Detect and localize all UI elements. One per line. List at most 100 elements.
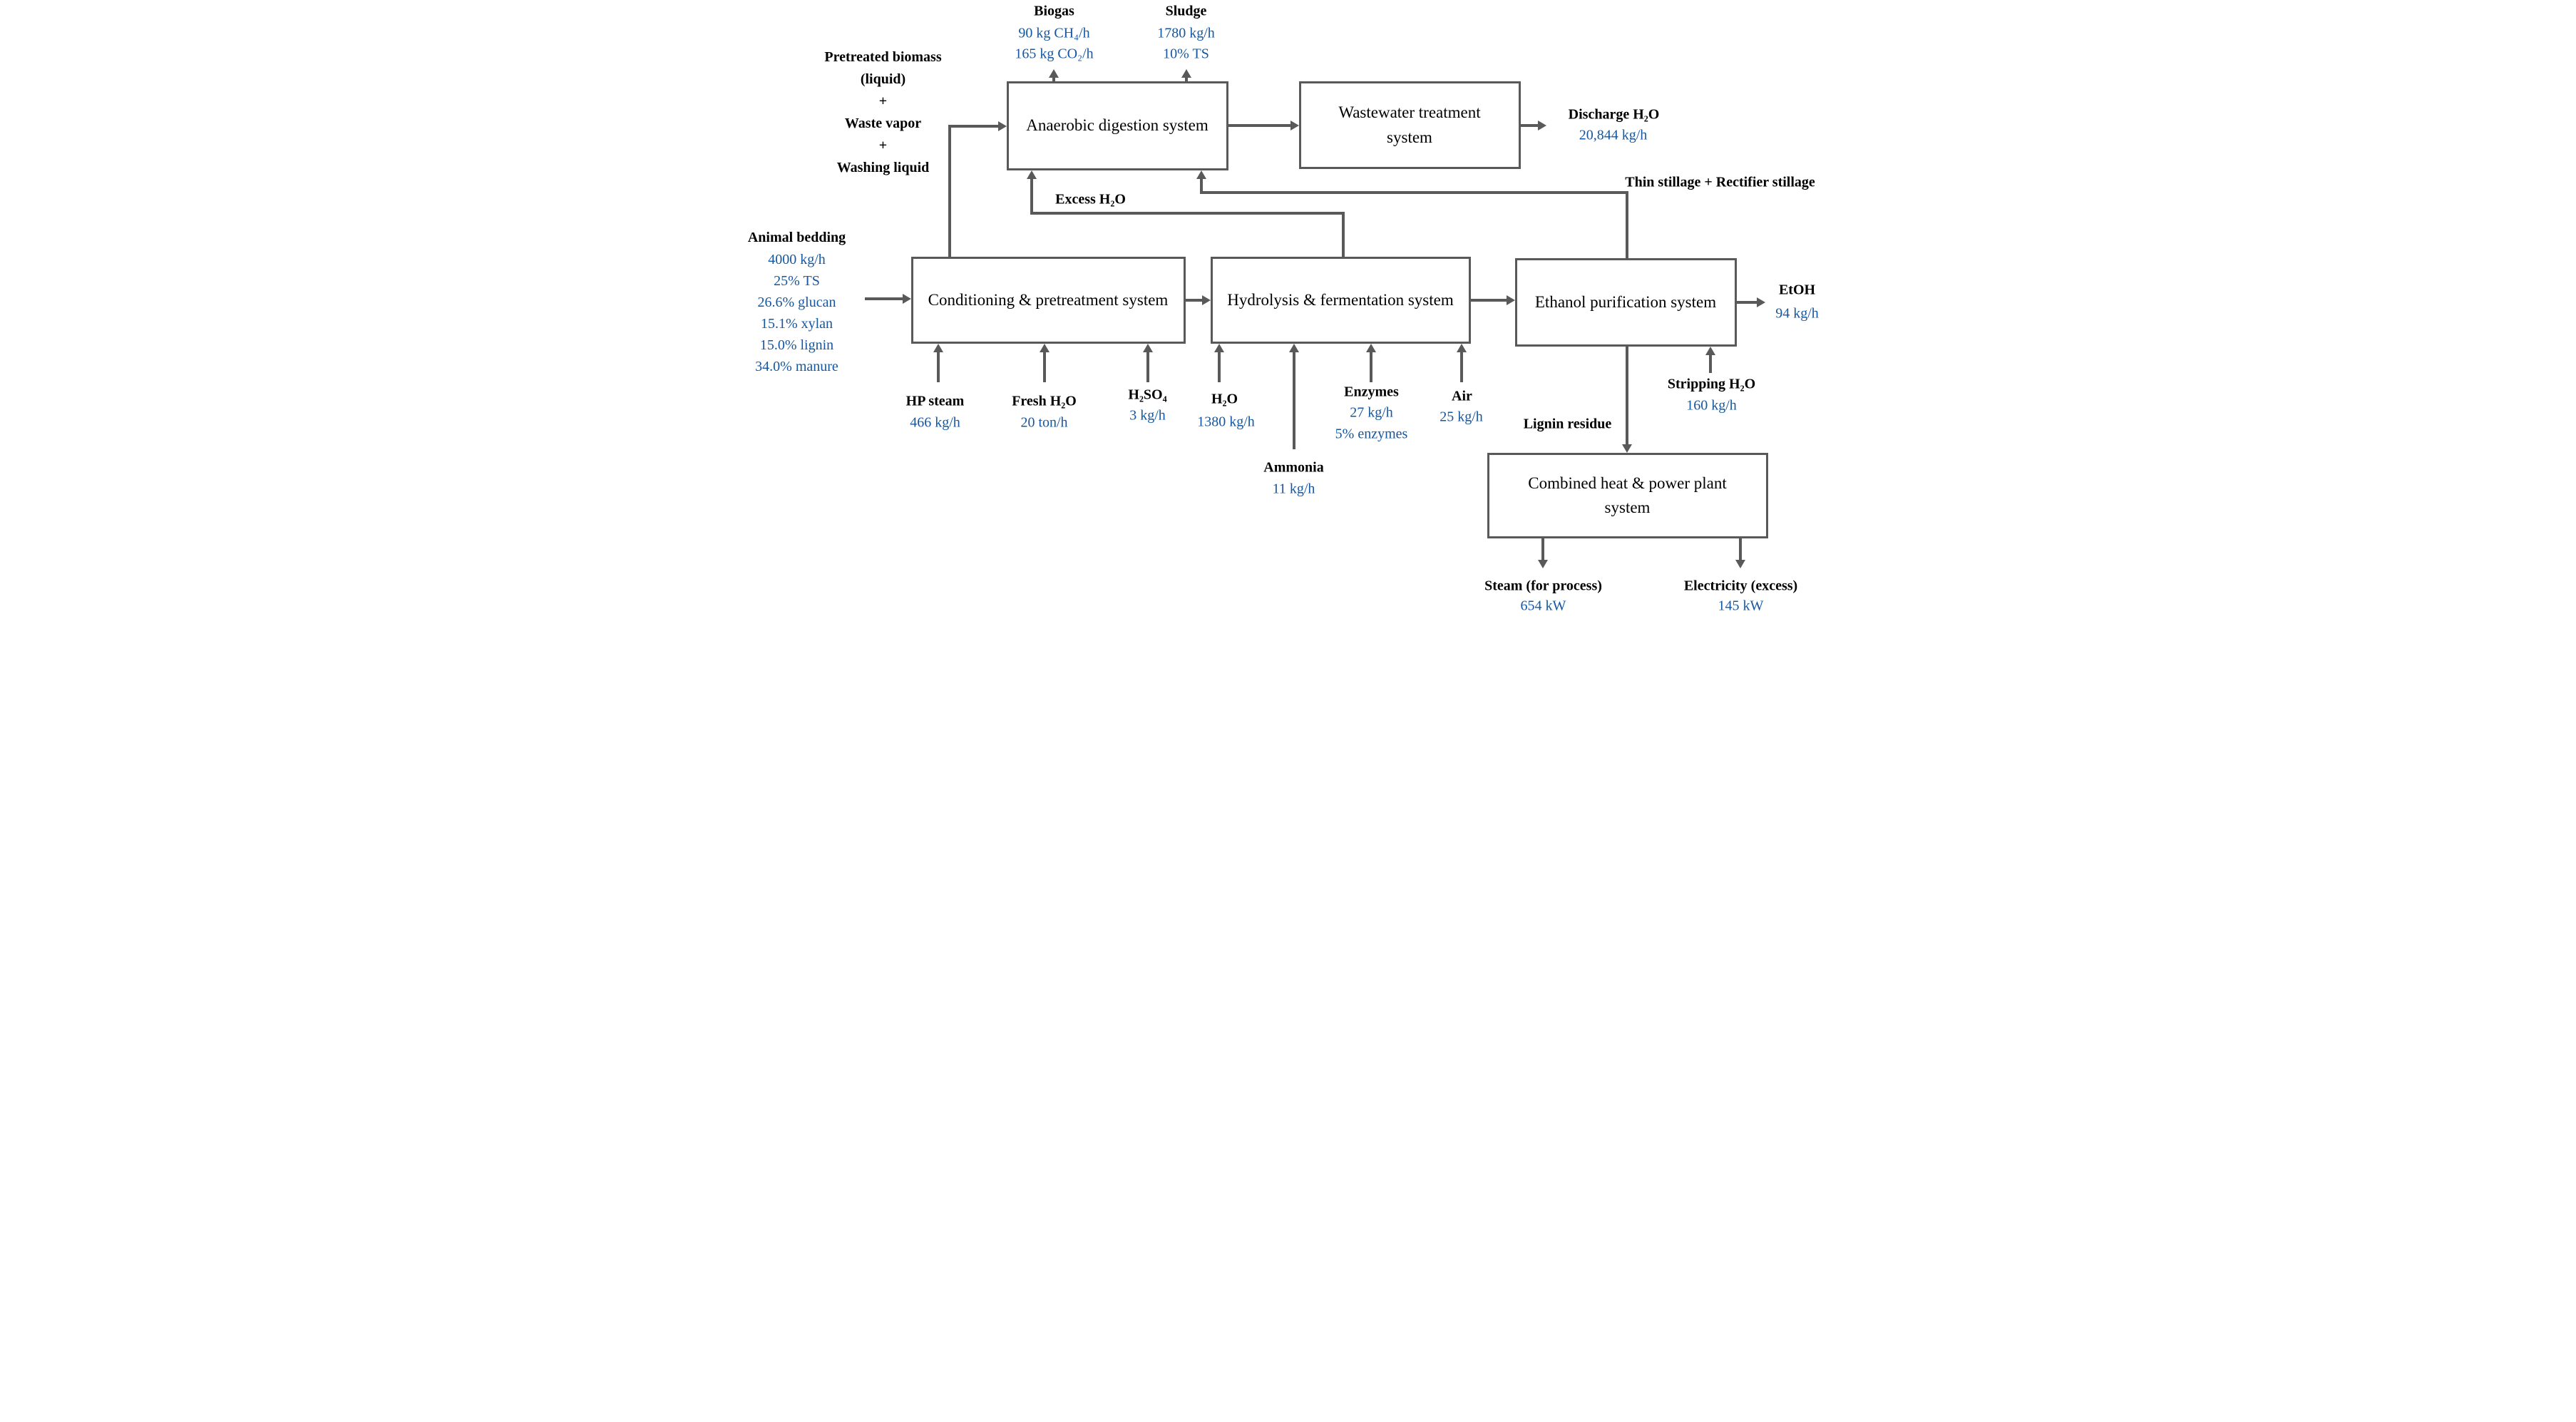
discharge-arrowhead-icon	[1537, 121, 1546, 131]
animal-bedding-manure: 34.0% manure	[755, 359, 838, 374]
enzymes-value-flow: 27 kg/h	[1350, 404, 1393, 421]
pretreated-feed-line-1: Pretreated biomass	[824, 49, 942, 65]
stripping-water-line	[1708, 354, 1712, 373]
pretreated-feed-line-2: (liquid)	[860, 71, 906, 87]
sludge-stream-line	[1184, 76, 1188, 82]
steam-out-label: Steam (for process)	[1484, 578, 1602, 594]
fresh-water-arrowhead-icon	[1039, 344, 1050, 352]
enzymes-arrowhead-icon	[1365, 344, 1376, 352]
pretreated-feed-line-4: Waste vapor	[844, 116, 922, 131]
hp-steam-value: 466 kg/h	[910, 414, 960, 431]
sulfuric-acid-label: H₂SO₄	[1128, 387, 1167, 403]
lignin-residue-arrowhead-icon	[1621, 444, 1632, 453]
sulfuric-acid-arrowhead-icon	[1142, 344, 1153, 352]
air-arrowhead-icon	[1456, 344, 1467, 352]
electricity-out-arrowhead-icon	[1735, 560, 1745, 568]
biomass-ethanol-process-flow-diagram: Anaerobic digestion system Wastewater tr…	[729, 0, 1847, 618]
animal-bedding-line	[864, 297, 903, 300]
animal-bedding-label: Animal bedding	[747, 230, 846, 245]
ad-to-wwt-line	[1228, 124, 1290, 127]
water-line	[1217, 351, 1221, 382]
stripping-water-arrowhead-icon	[1705, 347, 1715, 355]
sulfuric-acid-value: 3 kg/h	[1129, 407, 1166, 424]
pretreated-feed-line-6: Washing liquid	[836, 160, 930, 175]
sludge-label: Sludge	[1165, 3, 1207, 19]
hydrolysis-fermentation-label: Hydrolysis & fermentation system	[1227, 290, 1454, 309]
enzymes-value-pct: 5% enzymes	[1335, 426, 1408, 442]
ammonia-arrowhead-icon	[1288, 344, 1299, 352]
water-value: 1380 kg/h	[1197, 414, 1255, 430]
excess-water-line-vertical-right	[1341, 212, 1345, 257]
cond-to-hyd-line	[1185, 299, 1203, 302]
electricity-out-value: 145 kW	[1718, 598, 1764, 614]
stripping-water-label: Stripping H₂O	[1667, 376, 1756, 392]
discharge-water-value: 20,844 kg/h	[1579, 127, 1648, 143]
hp-steam-arrowhead-icon	[933, 344, 943, 352]
animal-bedding-xylan: 15.1% xylan	[760, 316, 833, 332]
ethanol-purification-box: Ethanol purification system	[1514, 258, 1737, 347]
stripping-water-value: 160 kg/h	[1686, 397, 1737, 414]
pretreated-feed-line-vertical	[948, 125, 951, 257]
excess-water-line-vertical-left	[1030, 178, 1033, 215]
animal-bedding-flow: 4000 kg/h	[768, 252, 826, 267]
conditioning-pretreatment-label: Conditioning & pretreatment system	[928, 290, 1169, 309]
animal-bedding-lignin: 15.0% lignin	[759, 337, 834, 353]
stillage-arrowhead-icon	[1196, 170, 1206, 179]
lignin-residue-label: Lignin residue	[1523, 416, 1612, 432]
conditioning-pretreatment-box: Conditioning & pretreatment system	[910, 257, 1186, 344]
fresh-water-value: 20 ton/h	[1020, 414, 1068, 431]
ethanol-purification-label: Ethanol purification system	[1534, 292, 1717, 311]
electricity-out-label: Electricity (excess)	[1683, 578, 1798, 594]
hp-steam-line	[936, 351, 940, 382]
ammonia-line	[1292, 351, 1295, 449]
lignin-residue-line	[1625, 347, 1628, 444]
excess-water-arrowhead-icon	[1026, 170, 1037, 179]
anaerobic-digestion-label: Anaerobic digestion system	[1026, 116, 1209, 135]
enzymes-line	[1369, 351, 1372, 382]
hyd-to-eth-line	[1470, 299, 1507, 302]
ethanol-value: 94 kg/h	[1775, 305, 1819, 322]
stillage-line-vertical-left	[1199, 178, 1203, 194]
ethanol-label: EtOH	[1778, 282, 1816, 298]
wastewater-treatment-label: Wastewater treatment system	[1338, 103, 1481, 146]
excess-water-line-horizontal	[1030, 212, 1345, 215]
biogas-stream-line	[1052, 76, 1055, 82]
pretreated-feed-line-3: +	[878, 93, 888, 109]
hyd-to-eth-arrowhead-icon	[1506, 295, 1515, 305]
wwt-to-discharge-line	[1520, 124, 1538, 127]
sulfuric-acid-line	[1146, 351, 1149, 382]
thin-stillage-label: Thin stillage + Rectifier stillage	[1625, 174, 1815, 190]
electricity-out-line	[1738, 538, 1742, 560]
cond-to-hyd-arrowhead-icon	[1201, 295, 1211, 305]
anaerobic-digestion-box: Anaerobic digestion system	[1006, 81, 1228, 170]
biogas-label: Biogas	[1034, 3, 1074, 19]
air-line	[1459, 351, 1463, 382]
animal-bedding-arrowhead-icon	[902, 294, 911, 304]
steam-out-value: 654 kW	[1520, 598, 1566, 614]
sludge-arrowhead-icon	[1181, 69, 1191, 78]
excess-water-label: Excess H₂O	[1055, 191, 1126, 208]
hydrolysis-fermentation-box: Hydrolysis & fermentation system	[1210, 257, 1471, 344]
discharge-water-label: Discharge H₂O	[1568, 106, 1660, 123]
pretreated-feed-line-5: +	[878, 138, 888, 153]
sludge-value-flow: 1780 kg/h	[1157, 25, 1215, 41]
etoh-line	[1736, 301, 1757, 304]
steam-out-arrowhead-icon	[1537, 560, 1548, 568]
chp-plant-box: Combined heat & power plant system	[1487, 453, 1768, 538]
stillage-line-horizontal	[1199, 191, 1628, 194]
sludge-value-ts: 10% TS	[1163, 46, 1209, 62]
steam-out-line	[1541, 538, 1544, 560]
water-arrowhead-icon	[1213, 344, 1224, 352]
pretreated-feed-label-block: Pretreated biomass (liquid) + Waste vapo…	[824, 46, 941, 179]
ammonia-value: 11 kg/h	[1272, 481, 1315, 497]
air-label: Air	[1452, 388, 1472, 404]
ammonia-label: Ammonia	[1263, 459, 1324, 476]
biogas-value-co2: 165 kg CO₂/h	[1015, 46, 1094, 62]
biogas-value-ch4: 90 kg CH₄/h	[1018, 25, 1090, 41]
pretreated-feed-line-horizontal	[948, 125, 998, 128]
fresh-water-label: Fresh H₂O	[1012, 393, 1077, 409]
hp-steam-label: HP steam	[905, 393, 965, 409]
stillage-line-vertical-right	[1625, 191, 1628, 258]
animal-bedding-ts: 25% TS	[774, 273, 820, 289]
air-value: 25 kg/h	[1440, 409, 1483, 425]
